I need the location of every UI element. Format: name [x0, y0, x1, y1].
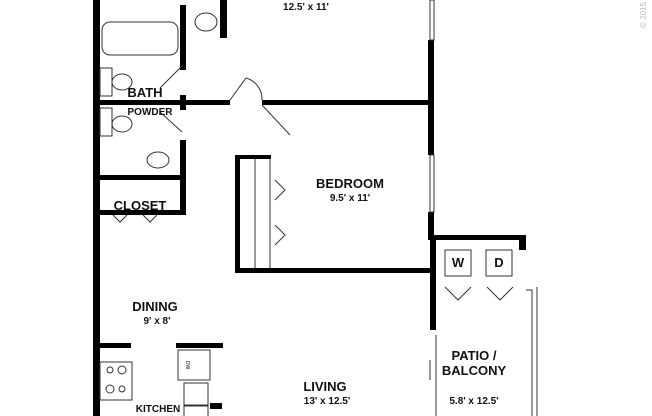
living-label: LIVING — [303, 379, 346, 394]
patio-label-line1: PATIO / — [451, 348, 496, 363]
walls — [93, 0, 526, 416]
dining-dims: 9' x 8' — [144, 316, 171, 327]
kitchen-label: KITCHEN — [136, 404, 180, 415]
bedroom-label: BEDROOM — [316, 176, 384, 191]
dining-label: DINING — [132, 299, 178, 314]
dishwasher-label: DW — [184, 361, 190, 370]
living-dims: 13' x 12.5' — [304, 396, 350, 407]
patio-label-line2: BALCONY — [442, 363, 507, 378]
labels: 12.5' x 11' BATH POWDER CLOSET BEDROOM 9… — [114, 1, 648, 415]
copyright: © 2015 — [639, 1, 648, 27]
fixtures — [99, 0, 538, 416]
bath-label: BATH — [127, 85, 162, 100]
closet-label: CLOSET — [114, 198, 167, 213]
patio-dims: 5.8' x 12.5' — [449, 396, 498, 407]
powder-label: POWDER — [128, 107, 174, 118]
washer-label: W — [452, 255, 465, 270]
top-room-dims: 12.5' x 11' — [283, 2, 329, 13]
dryer-label: D — [494, 255, 503, 270]
bedroom-dims: 9.5' x 11' — [330, 193, 370, 204]
